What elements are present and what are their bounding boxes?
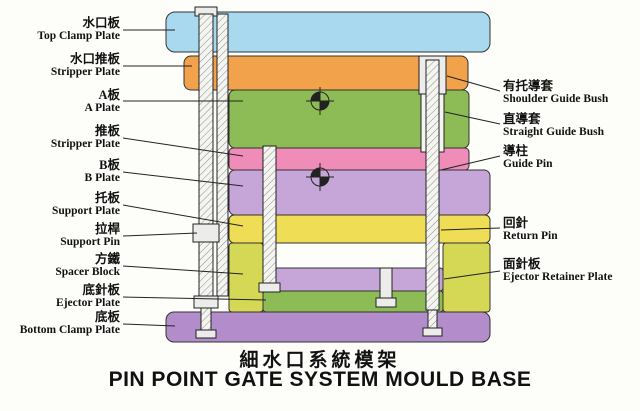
label-zh: 拉桿 xyxy=(94,222,120,236)
label-en: Shoulder Guide Bush xyxy=(503,93,609,106)
label-en: Support Plate xyxy=(51,205,120,218)
label-en: Straight Guide Bush xyxy=(503,126,604,139)
label-en: Ejector Retainer Plate xyxy=(503,271,613,284)
label-en: Ejector Plate xyxy=(56,297,120,310)
center-pin xyxy=(262,145,277,293)
label-support-plate: 托板 Support Plate xyxy=(0,191,120,219)
label-bottom-clamp-plate: 底板 Bottom Clamp Plate xyxy=(0,310,120,338)
crosshair-symbols xyxy=(306,87,334,191)
label-return-pin: 回針 Return Pin xyxy=(503,216,639,244)
support-pin-shaft xyxy=(200,307,212,331)
label-zh: 有托導套 xyxy=(503,79,554,93)
label-ejector-plate: 底針板 Ejector Plate xyxy=(0,283,120,311)
label-ejector-retainer-plate: 面針板 Ejector Retainer Plate xyxy=(503,257,639,285)
support-plate xyxy=(228,214,491,244)
bottom-clamp-plate xyxy=(165,311,491,343)
label-en: A Plate xyxy=(84,102,120,115)
label-zh: 水口板 xyxy=(82,16,120,30)
label-zh: 直導套 xyxy=(503,112,541,126)
puller-pin xyxy=(216,13,229,297)
pins-and-bushes xyxy=(192,6,447,339)
page-title-chinese: 細水口系統模架 xyxy=(239,350,401,371)
label-en: Support Pin xyxy=(60,236,120,249)
label-zh: 水口推板 xyxy=(69,52,120,66)
ejector-plate xyxy=(262,290,444,313)
label-en: Bottom Clamp Plate xyxy=(19,324,120,337)
guide-pin xyxy=(425,59,440,311)
label-en: Stripper Plate xyxy=(50,66,120,79)
crosshair-icon xyxy=(306,87,334,115)
label-top-clamp-plate: 水口板 Top Clamp Plate xyxy=(0,16,120,44)
label-en: Spacer Block xyxy=(55,266,120,279)
label-en: Top Clamp Plate xyxy=(37,30,120,43)
support-pin-nut xyxy=(193,295,219,309)
label-straight-guide-bush: 直導套 Straight Guide Bush xyxy=(503,112,639,140)
label-zh: 回針 xyxy=(503,216,529,230)
label-zh: 底針板 xyxy=(82,283,120,297)
support-pin xyxy=(198,13,214,297)
spacer-block-left xyxy=(228,242,264,313)
label-en: B Plate xyxy=(84,172,120,185)
label-zh: A板 xyxy=(98,88,120,102)
ejector-screw-head xyxy=(375,297,397,308)
label-shoulder-guide-bush: 有托導套 Shoulder Guide Bush xyxy=(503,79,639,107)
page-title-english: PIN POINT GATE SYSTEM MOULD BASE xyxy=(108,368,532,391)
return-pin-head xyxy=(422,327,443,337)
top-clamp-plate xyxy=(165,11,491,53)
ejector-retainer-plate xyxy=(262,267,444,292)
return-pin-shaft xyxy=(427,309,438,329)
label-stripper-plate: 推板 Stripper Plate xyxy=(0,124,120,152)
label-zh: B板 xyxy=(99,158,120,172)
label-en: Guide Pin xyxy=(503,158,553,171)
center-pin-head xyxy=(258,282,281,293)
label-zh: 底板 xyxy=(94,310,120,324)
label-spacer-block: 方鐵 Spacer Block xyxy=(0,252,120,280)
label-zh: 面針板 xyxy=(503,257,541,271)
label-en: Return Pin xyxy=(503,230,558,243)
label-zh: 托板 xyxy=(94,191,120,205)
label-en: Stripper Plate xyxy=(50,138,120,151)
label-guide-pin: 導柱 Guide Pin xyxy=(503,144,639,172)
label-zh: 推板 xyxy=(94,124,120,138)
leader-lines xyxy=(122,29,501,327)
label-runner-stripper-plate: 水口推板 Stripper Plate xyxy=(0,52,120,80)
crosshair-icon xyxy=(306,163,334,191)
label-zh: 導柱 xyxy=(503,144,529,158)
label-b-plate: B板 B Plate xyxy=(0,158,120,186)
support-pin-foot xyxy=(195,329,217,339)
ejector-screw xyxy=(379,267,393,299)
label-support-pin: 拉桿 Support Pin xyxy=(0,222,120,250)
spacer-block-right xyxy=(442,242,491,313)
label-zh: 方鐵 xyxy=(94,252,120,266)
label-a-plate: A板 A Plate xyxy=(0,88,120,116)
mould-plates xyxy=(165,11,491,343)
